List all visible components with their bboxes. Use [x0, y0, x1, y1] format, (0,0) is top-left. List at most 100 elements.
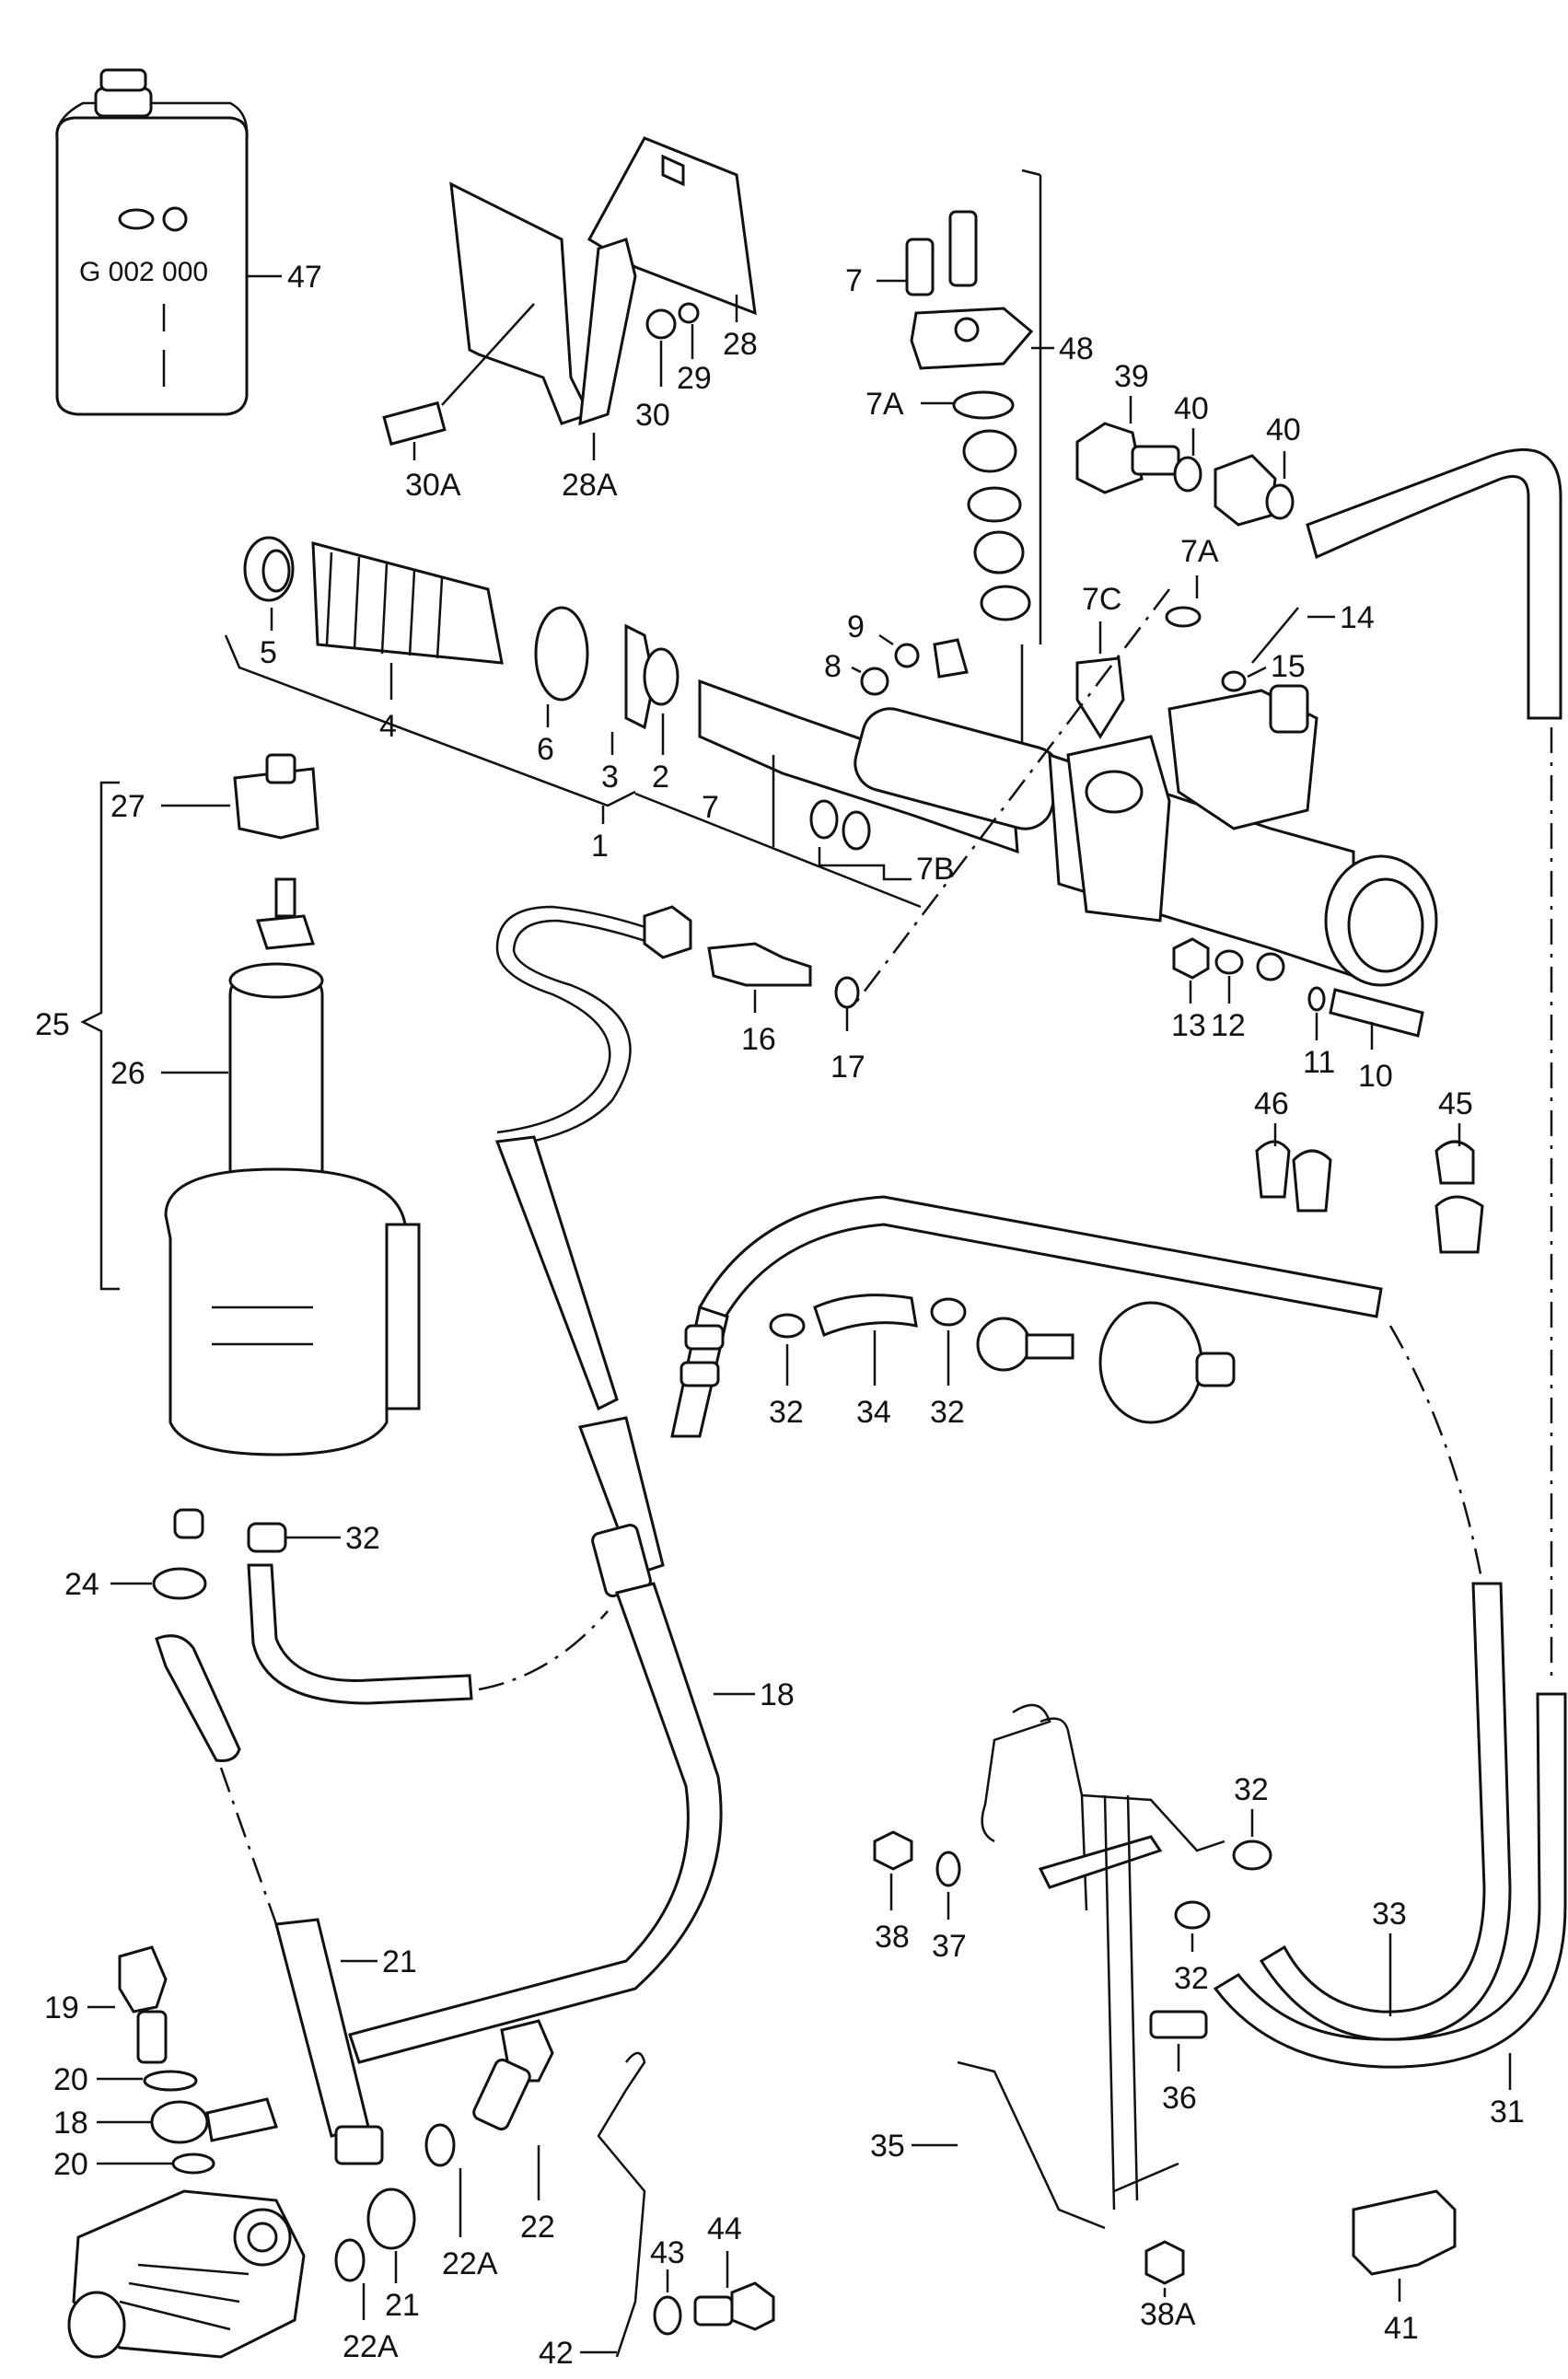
label-6: 6 — [537, 732, 554, 767]
nut-38A — [1144, 2240, 1185, 2285]
label-7B: 7B — [916, 852, 955, 887]
pressure-accumulator — [976, 1301, 1236, 1424]
clamp-32-d — [1232, 1839, 1272, 1871]
label-31: 31 — [1490, 2095, 1525, 2129]
label-36: 36 — [1162, 2081, 1197, 2116]
label-32-c: 32 — [930, 1395, 965, 1430]
pressure-hose-18-lower — [348, 1582, 723, 2064]
label-24: 24 — [64, 1567, 99, 1602]
label-42: 42 — [539, 2336, 574, 2371]
label-20-a: 20 — [53, 2062, 88, 2097]
banjo-eye — [366, 2188, 416, 2250]
label-22A-a: 22A — [442, 2246, 498, 2281]
can-text: G 002 000 — [79, 257, 208, 287]
label-12: 12 — [1211, 1008, 1246, 1043]
label-13: 13 — [1171, 1008, 1206, 1043]
pressure-hose-18-upper — [494, 1135, 619, 1411]
fluid-can: G 002 000 47 — [55, 68, 322, 416]
rack-small-parts: 8 9 13 12 11 10 — [824, 609, 1424, 1094]
label-29: 29 — [677, 361, 712, 396]
return-hose-reservoir — [247, 1563, 473, 1705]
label-47: 47 — [287, 260, 322, 295]
label-32-e: 32 — [1174, 1961, 1209, 1996]
label-2: 2 — [652, 760, 669, 795]
label-30: 30 — [635, 398, 670, 433]
label-8: 8 — [824, 649, 842, 684]
label-1: 1 — [591, 829, 609, 864]
label-25: 25 — [35, 1007, 70, 1042]
hose-clip-lower: 42 43 44 — [539, 2051, 775, 2371]
label-45: 45 — [1438, 1086, 1473, 1121]
label-28A: 28A — [562, 468, 618, 503]
label-17: 17 — [830, 1050, 865, 1085]
label-16: 16 — [741, 1022, 776, 1057]
hose-34 — [813, 1294, 918, 1337]
label-41: 41 — [1384, 2311, 1419, 2346]
label-34: 34 — [856, 1395, 891, 1430]
label-15: 15 — [1271, 649, 1306, 684]
clamp-left-loop-2 — [679, 1361, 720, 1387]
label-4: 4 — [379, 709, 397, 744]
valve-stack: 7 7A 48 — [845, 168, 1094, 773]
label-40-a: 40 — [1174, 391, 1209, 426]
boot-and-clamps: 5 4 6 3 2 1 7 7B — [224, 536, 955, 909]
label-35: 35 — [870, 2129, 905, 2164]
label-7: 7 — [702, 790, 719, 825]
label-46: 46 — [1254, 1086, 1289, 1121]
bolt-36 — [1149, 2010, 1208, 2039]
clamp-left-loop — [684, 1324, 725, 1351]
label-3: 3 — [601, 760, 619, 795]
label-7A-right: 7A — [1180, 534, 1219, 569]
label-9: 9 — [847, 609, 865, 644]
center-hose-loop — [697, 1195, 1383, 1324]
return-hose-33 — [1259, 1582, 1512, 2041]
label-18-left: 18 — [53, 2106, 88, 2141]
pressure-hose-18-mid — [577, 1416, 665, 1576]
hose-21-fitting — [334, 2125, 384, 2165]
label-30A: 30A — [405, 468, 461, 503]
power-steering-pump: 19 20 18 20 22 22A 22A — [44, 1945, 555, 2364]
label-40-b: 40 — [1266, 412, 1301, 447]
supply-hose-reservoir — [155, 1634, 241, 1762]
reservoir: 25 27 26 32 24 — [35, 753, 421, 1602]
washer-37 — [935, 1851, 961, 1887]
label-21-bottom: 21 — [385, 2288, 420, 2323]
pressure-hose-top — [1306, 447, 1562, 720]
clamp-32-e — [1174, 1900, 1211, 1930]
label-18-right: 18 — [760, 1677, 795, 1712]
label-48: 48 — [1059, 331, 1094, 366]
label-10: 10 — [1358, 1059, 1393, 1094]
label-19: 19 — [44, 1990, 79, 2025]
clamp-32-c — [930, 1297, 967, 1327]
hose-clip-41: 41 — [1352, 2189, 1457, 2346]
label-26: 26 — [110, 1056, 145, 1091]
label-43: 43 — [650, 2235, 685, 2270]
nut-38 — [873, 1830, 913, 1871]
clamps-45-46: 46 45 — [1254, 1086, 1484, 1254]
steering-rack — [698, 679, 1438, 987]
label-7-top: 7 — [845, 263, 863, 298]
clamp-32-b — [769, 1313, 806, 1339]
hose-21 — [274, 1918, 370, 2138]
label-5: 5 — [260, 635, 277, 670]
label-27: 27 — [110, 789, 145, 824]
label-37: 37 — [932, 1929, 967, 1964]
label-32-d: 32 — [1234, 1772, 1269, 1807]
mounting-bracket: 30A 28A 30 29 28 — [382, 136, 758, 503]
label-32-b: 32 — [769, 1395, 804, 1430]
label-11: 11 — [1303, 1045, 1335, 1080]
rack-fittings: 7C 7A 14 15 — [1075, 534, 1375, 739]
label-33: 33 — [1372, 1897, 1407, 1932]
return-hose-31 — [1213, 1692, 1567, 2069]
label-38: 38 — [875, 1920, 910, 1955]
label-28: 28 — [723, 327, 758, 362]
label-14: 14 — [1340, 600, 1375, 635]
label-44: 44 — [707, 2211, 742, 2246]
pressure-line-fitting: 16 17 — [495, 905, 865, 1148]
label-7C: 7C — [1082, 582, 1121, 617]
label-22: 22 — [520, 2210, 555, 2245]
banjo-fitting: 39 40 40 — [1075, 359, 1301, 527]
label-7A-top: 7A — [865, 387, 904, 422]
label-39: 39 — [1114, 359, 1149, 394]
